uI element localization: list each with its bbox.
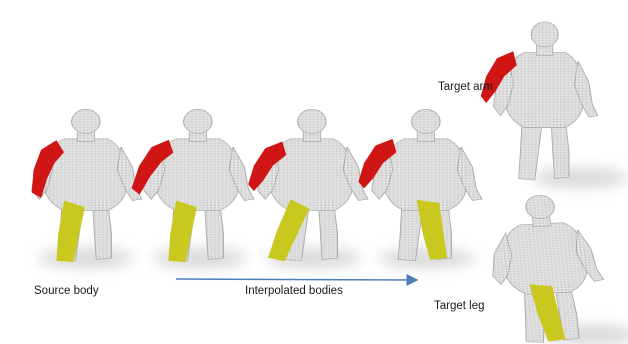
source-body-label: Source body bbox=[34, 285, 99, 297]
interpolated-body-3 bbox=[358, 109, 482, 261]
interpolation-arrow bbox=[176, 279, 417, 280]
interpolated-bodies-label: Interpolated bodies bbox=[245, 285, 343, 297]
interpolated-body-1 bbox=[130, 109, 254, 262]
target-leg-body bbox=[485, 193, 610, 344]
target-leg-label: Target leg bbox=[434, 300, 485, 312]
target-arm-body bbox=[481, 22, 598, 180]
target-arm-label: Target arm bbox=[438, 81, 493, 93]
source-body bbox=[32, 109, 142, 262]
interpolated-body-2 bbox=[248, 109, 368, 262]
